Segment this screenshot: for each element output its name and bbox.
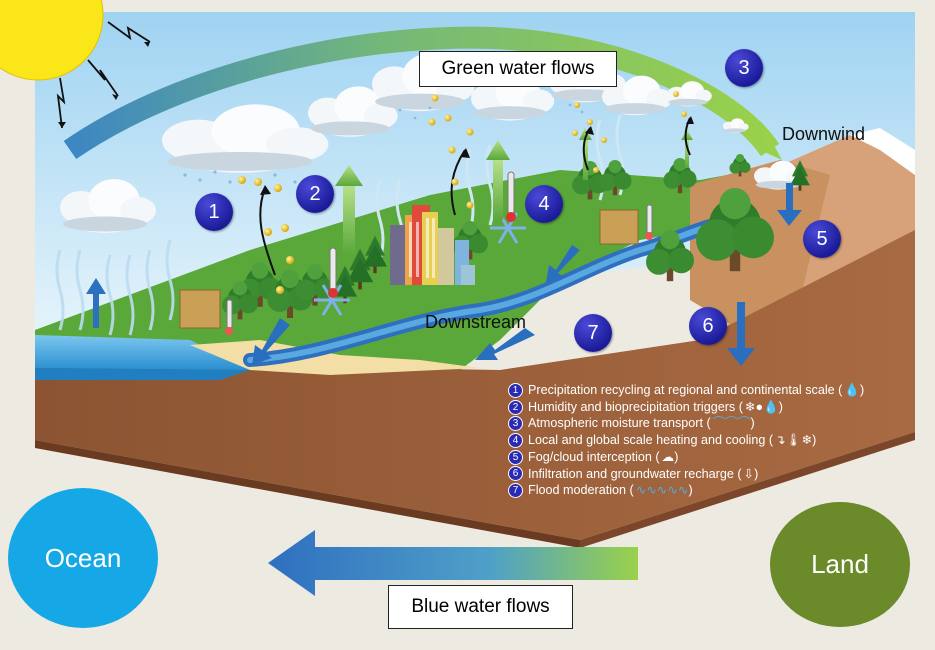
legend-number: 5 xyxy=(508,449,523,465)
down-arrow-icon: ⇩ xyxy=(743,466,755,481)
ocean-circle: Ocean xyxy=(8,488,158,628)
legend-number: 2 xyxy=(508,399,523,415)
legend-text: Humidity and bioprecipitation triggers ( xyxy=(528,399,743,414)
legend-text: Local and global scale heating and cooli… xyxy=(528,433,774,448)
legend-suffix: ) xyxy=(812,433,817,448)
legend: 1 Precipitation recycling at regional and… xyxy=(508,382,864,499)
blue-water-flows-label: Blue water flows xyxy=(388,585,573,629)
legend-number: 3 xyxy=(508,416,523,432)
legend-item-4: 4 Local and global scale heating and cool… xyxy=(508,432,864,449)
legend-text: Atmospheric moisture transport ( xyxy=(528,416,711,431)
particle-icon: ❄●💧 xyxy=(744,399,779,414)
downwind-label: Downwind xyxy=(782,124,866,144)
legend-item-6: 6 Infiltration and groundwater recharge (… xyxy=(508,466,864,483)
legend-number: 4 xyxy=(508,432,523,448)
badge-2: 2 xyxy=(296,175,334,213)
legend-text: Precipitation recycling at regional and … xyxy=(528,383,843,397)
legend-suffix: ) xyxy=(688,483,693,498)
badge-1: 1 xyxy=(195,193,233,231)
badge-3: 3 xyxy=(725,49,763,87)
legend-suffix: ) xyxy=(750,416,755,431)
legend-item-2: 2 Humidity and bioprecipitation triggers … xyxy=(508,399,864,416)
legend-text: Flood moderation ( xyxy=(528,483,634,498)
legend-number: 7 xyxy=(508,483,523,499)
badge-7: 7 xyxy=(574,314,612,352)
fog-tree-icon: ☁ xyxy=(661,449,675,464)
legend-item-1: 1 Precipitation recycling at regional and… xyxy=(508,382,864,399)
badge-6: 6 xyxy=(689,307,727,345)
heat-cool-icon: ↴🌡❄ xyxy=(775,433,813,448)
legend-item-7: 7 Flood moderation (∿∿∿∿∿) xyxy=(508,482,864,499)
droplet-icon: 💧 xyxy=(844,383,861,397)
green-water-flows-label: Green water flows xyxy=(419,51,617,87)
legend-suffix: ) xyxy=(778,399,783,414)
legend-item-5: 5 Fog/cloud interception (☁) xyxy=(508,449,864,466)
badge-4: 4 xyxy=(525,185,563,223)
arc-icon: ⌒⌒⌒ xyxy=(712,416,751,431)
downstream-label: Downstream xyxy=(425,312,527,332)
river-icon: ∿∿∿∿∿ xyxy=(635,483,689,498)
badge-5: 5 xyxy=(803,220,841,258)
legend-suffix: ) xyxy=(674,449,679,464)
legend-suffix: ) xyxy=(860,383,865,397)
legend-number: 6 xyxy=(508,466,523,482)
legend-text: Infiltration and groundwater recharge ( xyxy=(528,466,742,481)
legend-item-3: 3 Atmospheric moisture transport (⌒⌒⌒) xyxy=(508,415,864,432)
land-circle: Land xyxy=(770,502,910,627)
legend-text: Fog/cloud interception ( xyxy=(528,449,660,464)
legend-number: 1 xyxy=(508,382,523,398)
legend-suffix: ) xyxy=(754,466,759,481)
